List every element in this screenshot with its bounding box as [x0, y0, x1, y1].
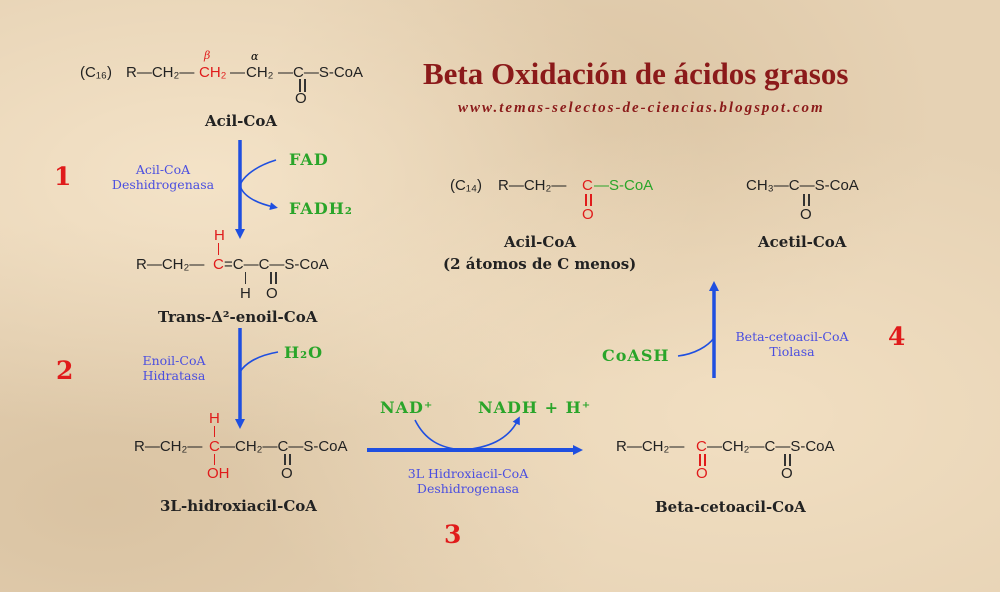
carbonyl-oxygen: O — [295, 90, 307, 107]
carbonyl-oxygen: O — [781, 465, 793, 482]
enzyme-step3: 3L Hidroxiacil-CoA Deshidrogenasa — [407, 466, 529, 496]
carbonyl-carbon: C — [582, 177, 593, 194]
chain-end: —CH₂—C—S-CoA — [707, 438, 835, 455]
molecule-name: Trans-Δ²-enoil-CoA — [158, 308, 318, 326]
step4-coash-curve — [677, 337, 715, 357]
step2-water-curve — [239, 351, 279, 373]
keto-oxygen: O — [696, 465, 708, 482]
carbonyl-oxygen: O — [266, 285, 278, 302]
coa-tail: —S-CoA — [594, 177, 654, 194]
molecule-name: Acetil-CoA — [758, 233, 847, 251]
step-number-1: 1 — [54, 162, 72, 191]
step-number-3: 3 — [444, 520, 462, 549]
double-bond-line — [299, 79, 302, 92]
chain-start: R—CH₂— — [616, 438, 685, 455]
cofactor-nad: NAD⁺ — [380, 398, 434, 417]
enzyme-step2: Enoil-CoA Hidratasa — [142, 353, 206, 383]
molecule-name: Acil-CoA — [205, 112, 277, 130]
cofactor-coash: CoASH — [602, 346, 670, 365]
step1-fad-curve — [239, 159, 278, 211]
beta-carbon: C — [213, 256, 224, 273]
bottom-hydrogen: H — [240, 285, 251, 302]
carbonyl-oxygen: O — [582, 206, 594, 223]
chain-end: =C—C—S-CoA — [224, 256, 329, 273]
top-hydrogen: H — [209, 410, 220, 427]
chain-start: R—CH₂— — [498, 177, 567, 194]
cofactor-water: H₂O — [284, 343, 324, 362]
chain-start: R—CH₂— — [134, 438, 203, 455]
enzyme-step4: Beta-cetoacil-CoA Tiolasa — [735, 329, 849, 359]
carbonyl-oxygen: O — [800, 206, 812, 223]
cofactor-fadh2: FADH₂ — [289, 199, 353, 218]
cofactor-nadh: NADH + H⁺ — [478, 398, 592, 417]
carbon-count: (C₁₄) — [450, 177, 483, 194]
double-bond-line — [304, 79, 307, 92]
step-number-2: 2 — [56, 356, 74, 385]
beta-carbon: C — [209, 438, 220, 455]
molecule-note: (2 átomos de C menos) — [443, 255, 637, 273]
thioester-tail: —C—S-CoA — [278, 64, 364, 81]
enzyme-step1: Acil-CoA Deshidrogenasa — [111, 162, 215, 192]
beta-carbon: C — [696, 438, 707, 455]
chain-end: —CH₂—C—S-CoA — [220, 438, 348, 455]
top-hydrogen: H — [214, 227, 225, 244]
hydroxyl-group: OH — [207, 465, 230, 482]
page-title: Beta Oxidación de ácidos grasos — [423, 56, 849, 91]
website-url: www.temas-selectos-de-ciencias.blogspot.… — [458, 100, 825, 116]
molecule-name: Beta-cetoacil-CoA — [655, 498, 806, 516]
molecule-name: 3L-hidroxiacil-CoA — [160, 497, 317, 515]
beta-carbon: CH₂ — [199, 64, 227, 81]
step-number-4: 4 — [888, 322, 906, 351]
carbon-count: (C₁₆) — [80, 64, 112, 81]
step3-nad-curve — [414, 416, 520, 451]
acetyl-formula: CH₃—C—S-CoA — [746, 177, 859, 194]
molecule-name: Acil-CoA — [504, 233, 576, 251]
chain-start: R—CH₂— — [136, 256, 205, 273]
chain-start: R—CH₂— — [126, 64, 195, 81]
beta-label: β — [204, 49, 211, 62]
alpha-label: α — [251, 50, 259, 63]
alpha-carbon: CH₂ — [246, 64, 274, 81]
carbonyl-oxygen: O — [281, 465, 293, 482]
cofactor-fad: FAD — [289, 150, 329, 169]
